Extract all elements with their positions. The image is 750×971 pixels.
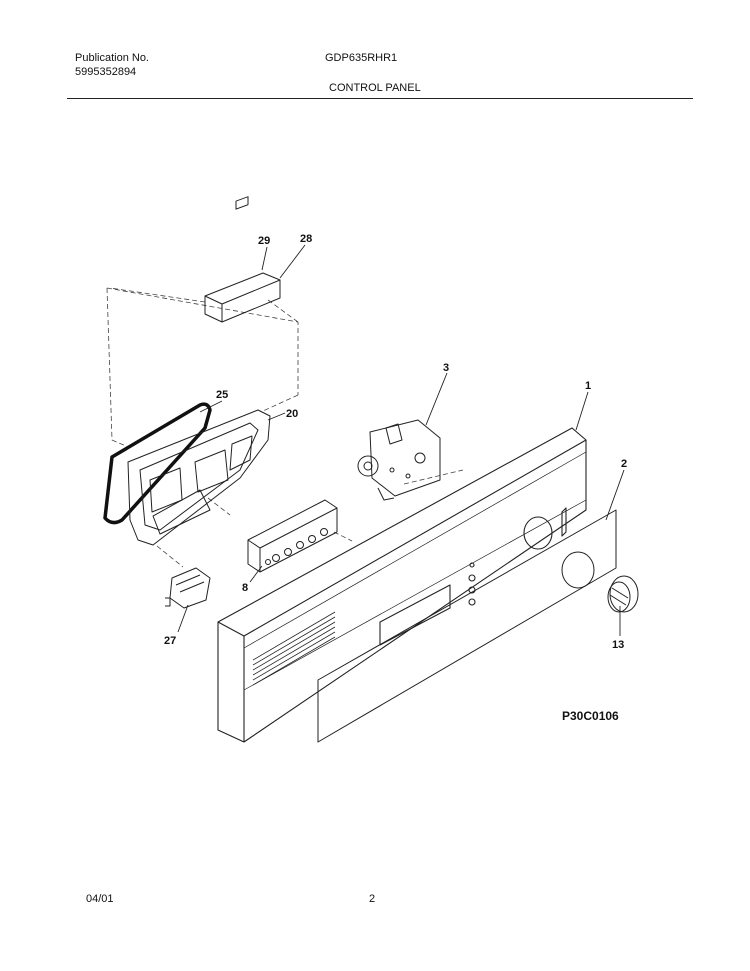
callout-13: 13	[612, 639, 624, 651]
callout-28: 28	[300, 233, 312, 245]
callout-1: 1	[585, 380, 591, 392]
overlay-part	[317, 509, 617, 743]
publication-label: Publication No.	[75, 52, 149, 64]
callout-3: 3	[443, 362, 449, 374]
callout-29: 29	[258, 235, 270, 247]
publication-number: 5995352894	[75, 66, 137, 78]
callout-2: 2	[621, 458, 627, 470]
gasket-part	[103, 402, 212, 525]
page-number: 2	[369, 893, 376, 905]
control-panel-part	[217, 427, 587, 743]
callout-20: 20	[286, 408, 298, 420]
footer-date: 04/01	[86, 893, 114, 905]
switch-part	[165, 567, 211, 609]
knob-part	[607, 575, 639, 613]
callout-8: 8	[242, 582, 248, 594]
lens-cover-part	[204, 196, 281, 323]
model-number: GDP635RHR1	[325, 52, 398, 64]
timer-part	[357, 419, 441, 501]
callout-27: 27	[164, 635, 176, 647]
callout-25: 25	[216, 389, 228, 401]
header-rule	[67, 98, 693, 99]
assembly-guide-lines	[106, 287, 464, 568]
figure-code: P30C0106	[562, 709, 619, 723]
leader-lines	[177, 244, 625, 636]
dispenser-housing-part	[127, 409, 271, 546]
section-title: CONTROL PANEL	[329, 82, 421, 94]
callout-labels: 29 28 25 20 3 1 2 8 27 13	[164, 233, 627, 651]
button-board-part	[247, 499, 338, 573]
